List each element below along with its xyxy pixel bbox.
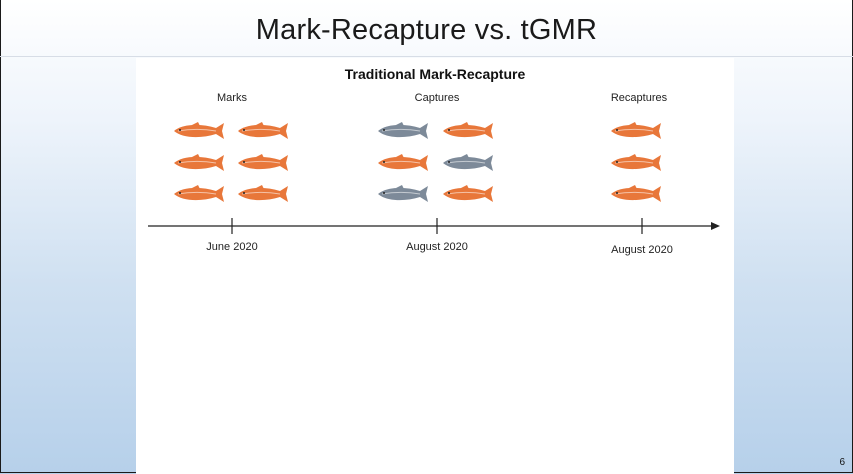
page-number: 6 xyxy=(839,457,845,468)
date-label-june: June 2020 xyxy=(206,241,258,253)
column-label-captures: Captures xyxy=(414,92,460,104)
diagram-title: Traditional Mark-Recapture xyxy=(344,66,526,82)
marked-fish-icon xyxy=(441,183,501,205)
diagram-panel: Traditional Mark-Recapture Marks Capture… xyxy=(136,58,734,474)
marked-fish-icon xyxy=(236,152,296,174)
marked-fish-icon xyxy=(441,120,501,142)
title-divider xyxy=(0,56,853,57)
marked-fish-icon xyxy=(376,152,436,174)
column-label-marks: Marks xyxy=(217,92,247,104)
unmarked-fish-icon xyxy=(376,120,436,142)
marked-fish-icon xyxy=(236,183,296,205)
column-label-recaptures: Recaptures xyxy=(610,92,668,104)
marked-fish-icon xyxy=(609,120,669,142)
unmarked-fish-icon xyxy=(441,152,501,174)
timeline-axis xyxy=(148,218,720,234)
marked-fish-icon xyxy=(236,120,296,142)
timeline-arrowhead xyxy=(711,222,720,230)
date-label-august-captures: August 2020 xyxy=(406,241,468,253)
marked-fish-icon xyxy=(172,120,232,142)
marked-fish-icon xyxy=(609,152,669,174)
date-label-august-recaptures: August 2020 xyxy=(611,244,673,256)
marked-fish-icon xyxy=(172,152,232,174)
marked-fish-icon xyxy=(172,183,232,205)
marked-fish-icon xyxy=(609,183,669,205)
unmarked-fish-icon xyxy=(376,183,436,205)
slide-title: Mark-Recapture vs. tGMR xyxy=(255,14,598,46)
